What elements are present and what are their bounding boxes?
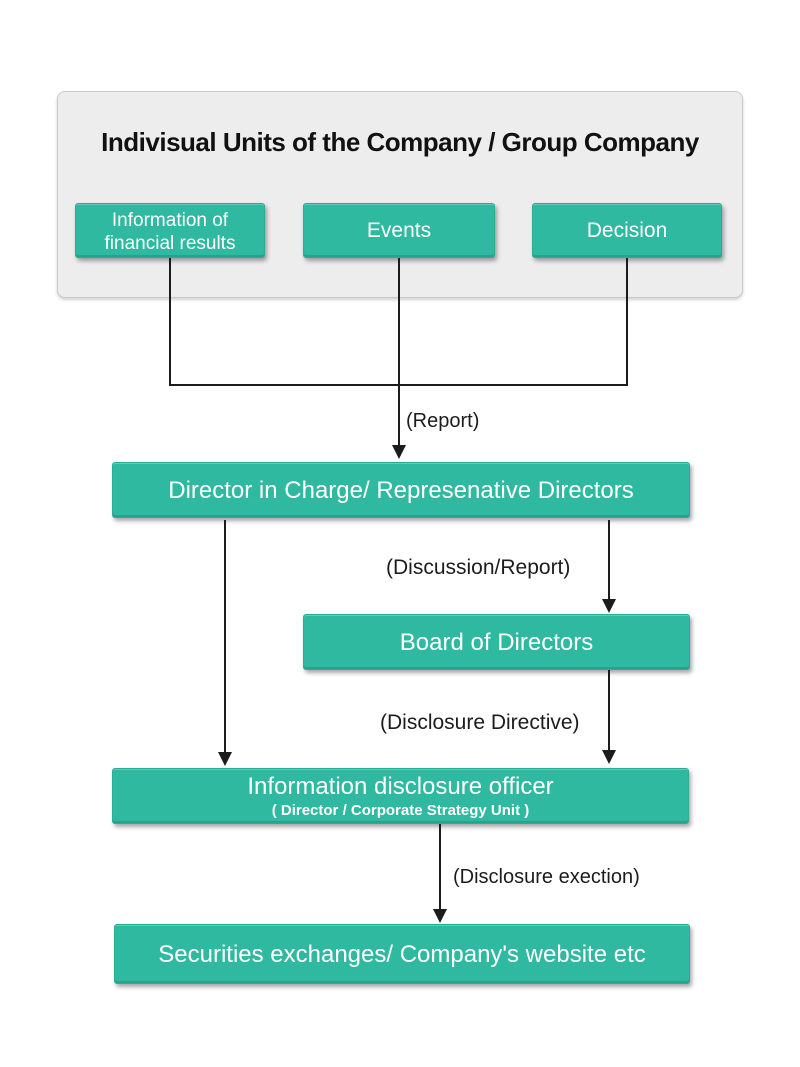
arrow-down-icon-report xyxy=(392,445,406,459)
edge-label-disclosure-directive: (Disclosure Directive) xyxy=(380,711,580,734)
arrow-down-icon-director-board xyxy=(602,599,616,613)
node-director-in-charge: Director in Charge/ Represenative Direct… xyxy=(112,462,690,518)
source-units-panel xyxy=(57,91,743,298)
arrow-down-icon-officer-output xyxy=(433,909,447,923)
arrow-down-icon-board-officer xyxy=(602,750,616,764)
connector-decision-down xyxy=(626,258,628,385)
arrow-down-icon-director-officer xyxy=(218,752,232,766)
panel-title: Indivisual Units of the Company / Group … xyxy=(101,127,699,157)
node-information-disclosure-officer: Information disclosure officer ( Directo… xyxy=(112,768,689,824)
node-decision: Decision xyxy=(532,203,722,258)
connector-financial-results-down xyxy=(169,258,171,385)
connector-merge-horizontal xyxy=(169,384,628,386)
edge-label-disclosure-execution: (Disclosure exection) xyxy=(453,866,640,888)
connector-officer-to-output xyxy=(439,824,441,910)
connector-director-to-board xyxy=(608,520,610,600)
edge-label-discussion-report: (Discussion/Report) xyxy=(386,556,571,579)
node-financial-results: Information of financial results xyxy=(75,203,265,258)
officer-subtitle: ( Director / Corporate Strategy Unit ) xyxy=(271,802,530,819)
connector-board-to-officer xyxy=(608,670,610,751)
connector-events-down xyxy=(398,258,400,446)
node-events: Events xyxy=(303,203,495,258)
connector-director-to-officer xyxy=(224,520,226,752)
node-board-of-directors: Board of Directors xyxy=(303,614,690,670)
edge-label-report: (Report) xyxy=(406,410,480,432)
officer-title: Information disclosure officer xyxy=(247,773,554,800)
node-securities-exchanges: Securities exchanges/ Company's website … xyxy=(114,924,690,984)
